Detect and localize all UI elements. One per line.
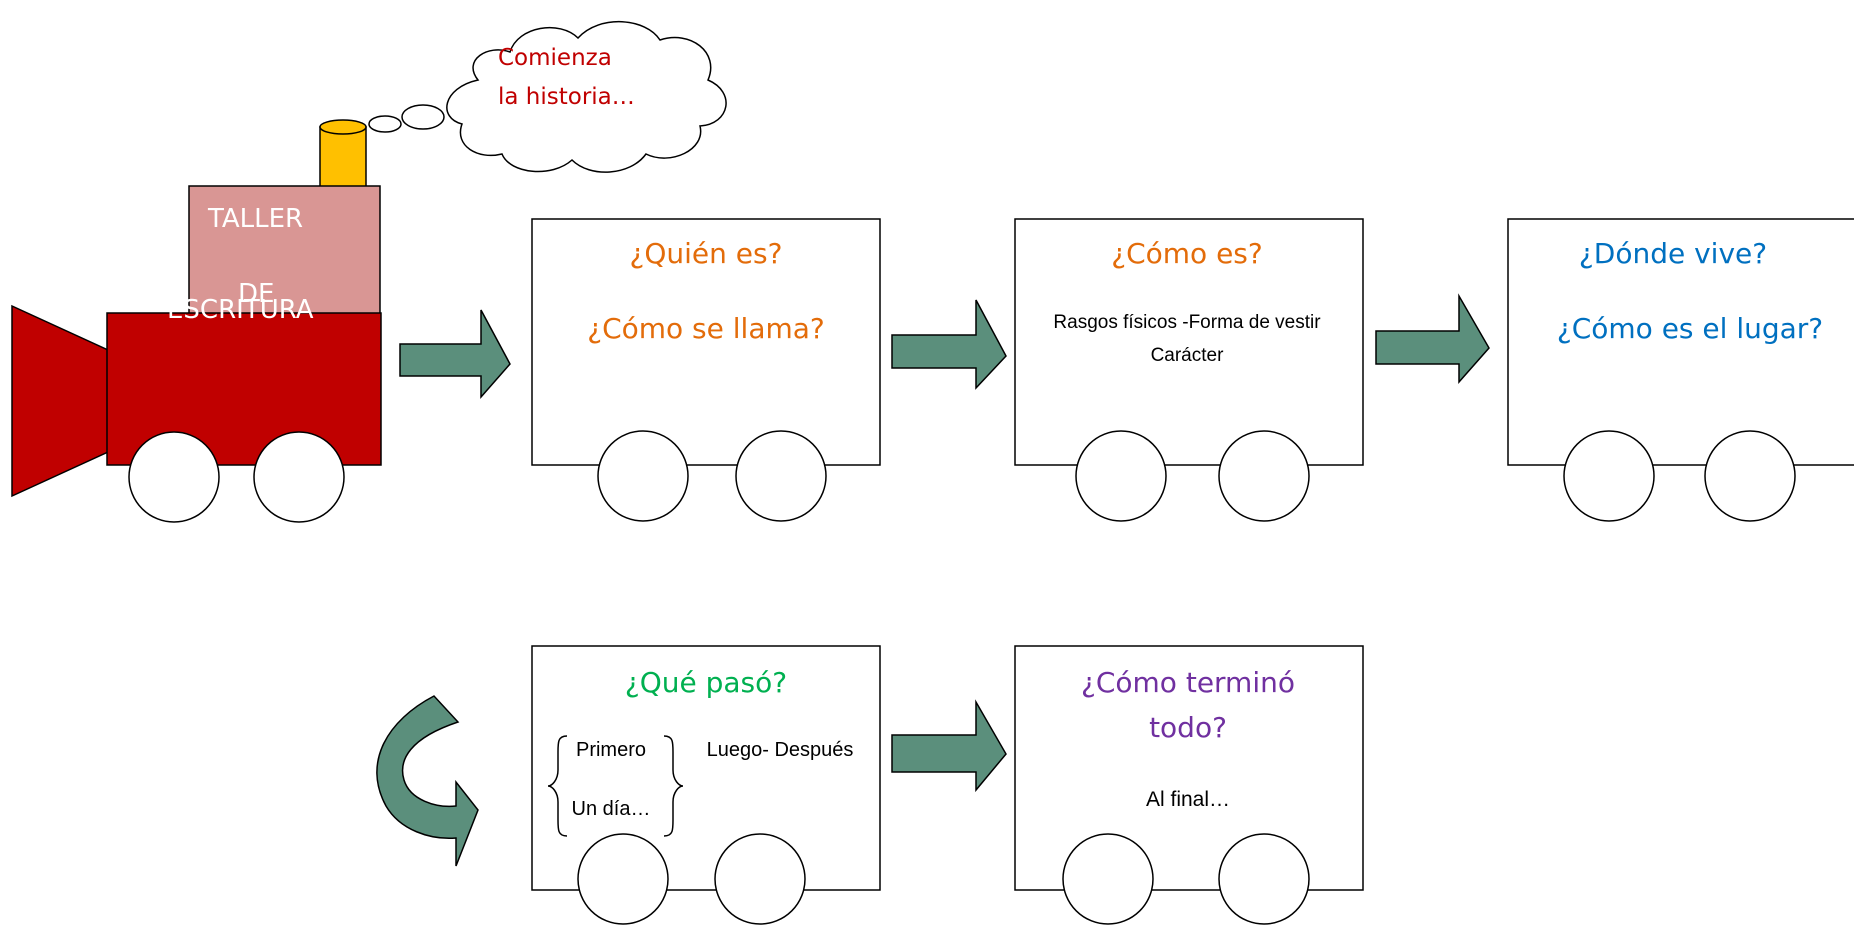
cab-label-line1: TALLER	[207, 204, 303, 234]
wagon-wheel	[1062, 833, 1154, 925]
wagon-who: ¿Quién es? ¿Cómo se llama?	[531, 218, 881, 522]
wagon-wheel	[597, 430, 689, 522]
wagon-title: ¿Quién es?	[630, 237, 783, 270]
thought-bubble-medium	[401, 104, 445, 130]
wagon-appearance: ¿Cómo es? Rasgos físicos -Forma de vesti…	[1014, 218, 1364, 522]
brace-left-icon	[547, 735, 568, 837]
wagon-wheel	[1218, 430, 1310, 522]
wagon-wheel	[1075, 430, 1167, 522]
wagon-wheel	[577, 833, 669, 925]
brace-right-icon	[663, 735, 684, 837]
wagon-title-line2: todo?	[1149, 711, 1227, 744]
wagon-line2: Carácter	[1151, 345, 1225, 366]
thought-cloud	[446, 20, 727, 173]
ending-text: Al final…	[1146, 788, 1230, 811]
right-block-arrow-icon	[1375, 293, 1490, 384]
wagon-title: ¿Dónde vive?	[1579, 237, 1767, 270]
curved-down-right-arrow-icon	[376, 695, 479, 867]
wagon-subtitle: ¿Cómo se llama?	[587, 312, 825, 345]
locomotive-wheel-front	[128, 431, 220, 523]
thought-text-line1: Comienza	[498, 45, 612, 71]
wagon-box	[531, 645, 881, 891]
chimney-icon	[319, 119, 367, 194]
locomotive-wheel-rear	[253, 431, 345, 523]
wagon-ending: ¿Cómo terminó todo? Al final…	[1014, 645, 1364, 925]
locomotive-cab	[188, 185, 381, 315]
locomotive: TALLER DE ESCRITURA	[11, 119, 382, 523]
wagon-wheel	[1563, 430, 1655, 522]
right-block-arrow-icon	[891, 699, 1007, 793]
wagon-title-line1: ¿Cómo terminó	[1081, 666, 1295, 699]
wagon-title: ¿Cómo es?	[1111, 237, 1263, 270]
thought-bubble-small	[368, 115, 402, 133]
wagon-wheel	[1704, 430, 1796, 522]
locomotive-cowcatcher	[11, 304, 109, 498]
wagon-box	[531, 218, 881, 466]
wagon-title: ¿Qué pasó?	[625, 666, 787, 699]
right-block-arrow-icon	[891, 299, 1007, 390]
wagon-subtitle: ¿Cómo es el lugar?	[1557, 312, 1823, 345]
wagon-box	[1014, 218, 1364, 466]
wagon-place: ¿Dónde vive? ¿Cómo es el lugar?	[1507, 218, 1854, 522]
wagon-what-happened: ¿Qué pasó? Primero Un día… Luego- Despué…	[531, 645, 881, 925]
brace-item-first: Primero	[576, 739, 646, 761]
thought-text-line2: la historia…	[498, 84, 635, 110]
cab-label-line2: DE	[238, 279, 274, 309]
brace-item-one-day: Un día…	[572, 798, 651, 820]
wagon-box	[1507, 218, 1854, 466]
wagon-wheel	[735, 430, 827, 522]
thought-cloud-icon: Comienza la historia…	[368, 20, 727, 173]
wagon-box	[1014, 645, 1364, 891]
wagon-wheel	[714, 833, 806, 925]
wagon-line1: Rasgos físicos -Forma de vestir	[1053, 312, 1321, 333]
body-label: ESCRITURA	[167, 295, 314, 325]
wagon-wheel	[1218, 833, 1310, 925]
right-block-arrow-icon	[399, 309, 511, 399]
sequence-words: Luego- Después	[707, 739, 854, 761]
